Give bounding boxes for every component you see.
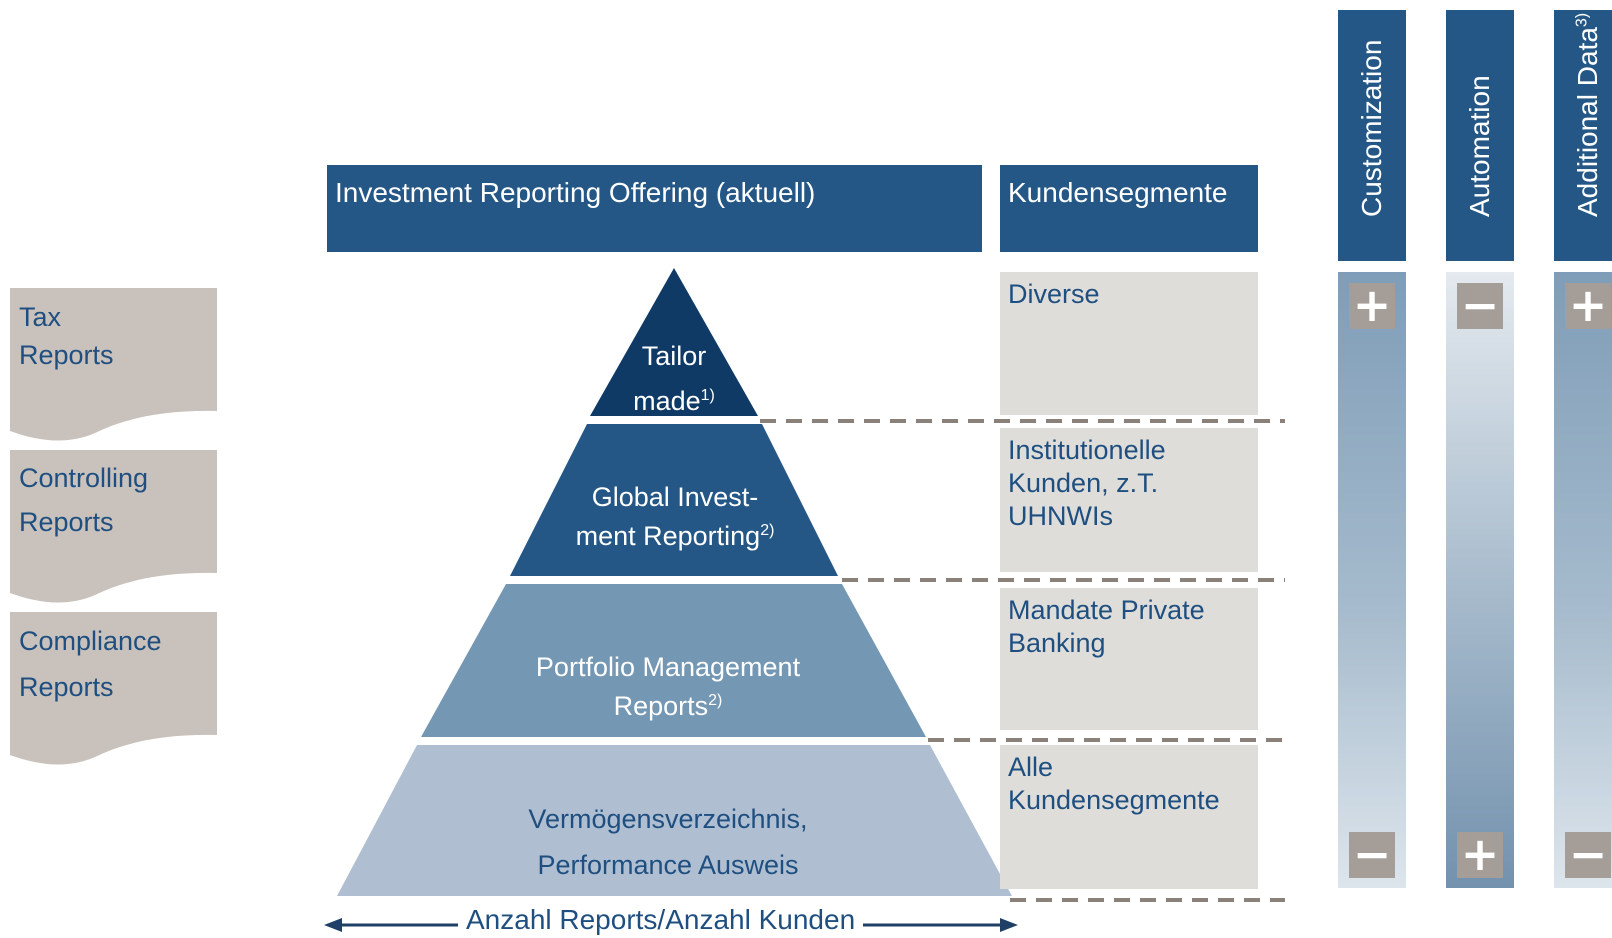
controlling-reports-label: Controlling Reports xyxy=(19,463,149,537)
column-title-additional-data: Additional Data3) xyxy=(1572,12,1603,217)
segment-institutionelle: Institutionelle Kunden, z.T. UHNWIs xyxy=(1000,428,1258,572)
pyramid-level-top xyxy=(590,268,758,416)
minus-icon: − xyxy=(1565,831,1611,878)
segment-mandate-private-banking: Mandate Private Banking xyxy=(1000,588,1258,730)
pyramid-level-4 xyxy=(337,745,1012,896)
plus-icon: + xyxy=(1457,831,1503,878)
controlling-reports-document: Controlling Reports xyxy=(10,450,217,606)
pyramid-label-vermoegensverzeichnis: Vermögensverzeichnis, Performance Auswei… xyxy=(528,804,808,880)
plus-icon: + xyxy=(1349,282,1395,329)
pyramid-level-3 xyxy=(421,584,926,737)
segments-title: Kundensegmente xyxy=(1008,177,1228,208)
segment-alle-kundensegmente: Alle Kundensegmente xyxy=(1000,745,1258,889)
minus-icon: − xyxy=(1457,282,1503,329)
footnote-marker: 2) xyxy=(760,522,775,539)
plus-icon: + xyxy=(1565,282,1611,329)
axis-label: Anzahl Reports/Anzahl Kunden xyxy=(458,906,864,934)
axis-arrow-right-icon xyxy=(1000,918,1018,932)
footnote-marker: 3) xyxy=(1573,12,1591,28)
offering-header: Investment Reporting Offering (aktuell) xyxy=(327,165,982,252)
document-shape-icon xyxy=(10,450,217,603)
compliance-reports-label: Compliance Reports xyxy=(19,626,162,702)
column-header-customization: Customization xyxy=(1338,10,1406,261)
tax-reports-document: Tax Reports xyxy=(10,288,217,444)
segment-diverse: Diverse xyxy=(1000,272,1258,415)
column-title-automation: Automation xyxy=(1464,75,1495,217)
pyramid-label-portfolio-management: Portfolio Management Reports2) xyxy=(535,652,801,721)
tax-reports-label: Tax Reports xyxy=(19,302,114,370)
column-bar-customization: + − xyxy=(1338,272,1406,888)
offering-title: Investment Reporting Offering (aktuell) xyxy=(335,177,816,208)
document-shape-icon xyxy=(10,612,217,765)
footnote-marker: 1) xyxy=(700,387,715,404)
column-bar-automation: − + xyxy=(1446,272,1514,888)
compliance-reports-document: Compliance Reports xyxy=(10,612,217,768)
column-header-automation: Automation xyxy=(1446,10,1514,261)
column-bar-additional-data: + − xyxy=(1554,272,1612,888)
minus-icon: − xyxy=(1349,831,1395,878)
pyramid-label-global-investment: Global Invest- ment Reporting2) xyxy=(575,482,775,551)
pyramid-level-2 xyxy=(510,424,838,576)
document-shape-icon xyxy=(10,288,217,441)
footnote-marker: 2) xyxy=(708,692,723,709)
pyramid-label-tailor-made: Tailor made1) xyxy=(633,341,715,416)
column-title-customization: Customization xyxy=(1356,39,1387,217)
column-header-additional-data: Additional Data3) xyxy=(1554,10,1612,261)
segments-header: Kundensegmente xyxy=(1000,165,1258,252)
axis-arrow-left-icon xyxy=(324,918,342,932)
